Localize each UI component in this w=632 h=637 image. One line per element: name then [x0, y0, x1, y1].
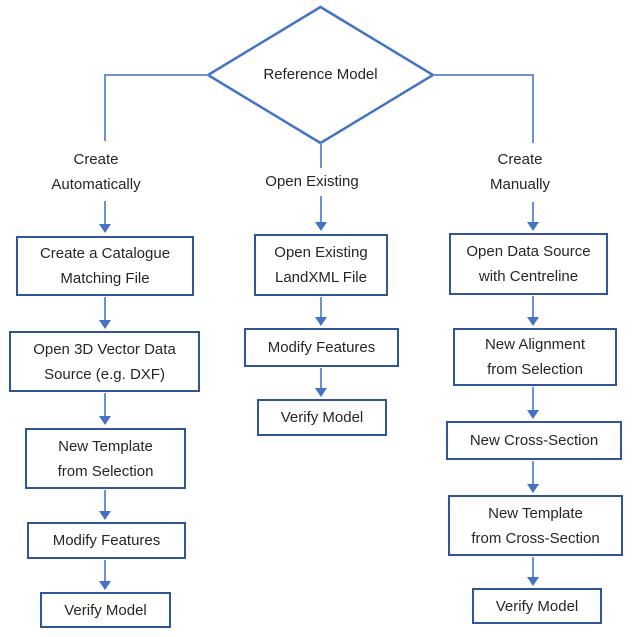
arrow-down — [315, 196, 327, 231]
arrowhead-icon — [527, 222, 539, 231]
arrow-down — [315, 368, 327, 397]
arrowhead-icon — [527, 484, 539, 493]
arrow-down — [99, 201, 111, 233]
arrow-shaft — [104, 560, 106, 582]
arrow-shaft — [104, 297, 106, 321]
node-verify-model-left: Verify Model — [40, 592, 171, 628]
node-verify-model-right: Verify Model — [472, 588, 602, 624]
arrowhead-icon — [315, 388, 327, 397]
arrow-shaft — [532, 557, 534, 578]
arrowhead-icon — [527, 410, 539, 419]
connector-elbow-right — [433, 74, 534, 143]
arrow-shaft — [532, 387, 534, 411]
arrow-down — [527, 202, 539, 231]
arrowhead-icon — [527, 317, 539, 326]
arrowhead-icon — [99, 320, 111, 329]
node-verify-model-middle: Verify Model — [257, 399, 387, 436]
arrow-shaft — [320, 196, 322, 223]
arrowhead-icon — [315, 222, 327, 231]
node-open-existing-landxml-file: Open Existing LandXML File — [254, 234, 388, 296]
arrowhead-icon — [527, 577, 539, 586]
node-open-data-source-with-centreline: Open Data Source with Centreline — [449, 233, 608, 295]
arrowhead-icon — [315, 317, 327, 326]
node-modify-features-left: Modify Features — [27, 522, 186, 559]
arrowhead-icon — [99, 511, 111, 520]
node-modify-features-middle: Modify Features — [244, 328, 399, 367]
branch-label-create-automatically: Create Automatically — [51, 151, 141, 193]
arrow-down — [527, 296, 539, 326]
arrow-down — [99, 297, 111, 329]
arrow-down — [99, 393, 111, 425]
node-new-template-from-selection: New Template from Selection — [25, 428, 186, 489]
arrow-down — [99, 560, 111, 590]
arrow-shaft — [532, 202, 534, 223]
arrow-shaft — [104, 490, 106, 512]
node-new-template-from-cross-section: New Template from Cross-Section — [448, 495, 623, 556]
arrow-shaft — [104, 201, 106, 225]
arrowhead-icon — [99, 416, 111, 425]
branch-label-open-existing: Open Existing — [265, 173, 359, 190]
node-new-alignment-from-selection: New Alignment from Selection — [453, 328, 617, 386]
arrow-down — [527, 461, 539, 493]
arrowhead-icon — [99, 224, 111, 233]
arrow-shaft — [532, 296, 534, 318]
arrow-shaft — [104, 393, 106, 417]
connector-elbow-left — [104, 74, 209, 141]
connector-stub-middle — [320, 143, 322, 168]
arrow-down — [527, 387, 539, 419]
node-new-cross-section: New Cross-Section — [446, 421, 622, 460]
arrow-down — [99, 490, 111, 520]
branch-label-create-manually: Create Manually — [489, 151, 551, 193]
arrow-down — [315, 297, 327, 326]
arrow-shaft — [532, 461, 534, 485]
arrow-shaft — [320, 297, 322, 318]
arrow-down — [527, 557, 539, 586]
arrowhead-icon — [99, 581, 111, 590]
node-open-3d-vector-data-source: Open 3D Vector Data Source (e.g. DXF) — [9, 331, 200, 392]
arrow-shaft — [320, 368, 322, 389]
decision-diamond-label: Reference Model — [263, 66, 378, 83]
node-create-catalogue-matching-file: Create a Catalogue Matching File — [16, 236, 194, 296]
